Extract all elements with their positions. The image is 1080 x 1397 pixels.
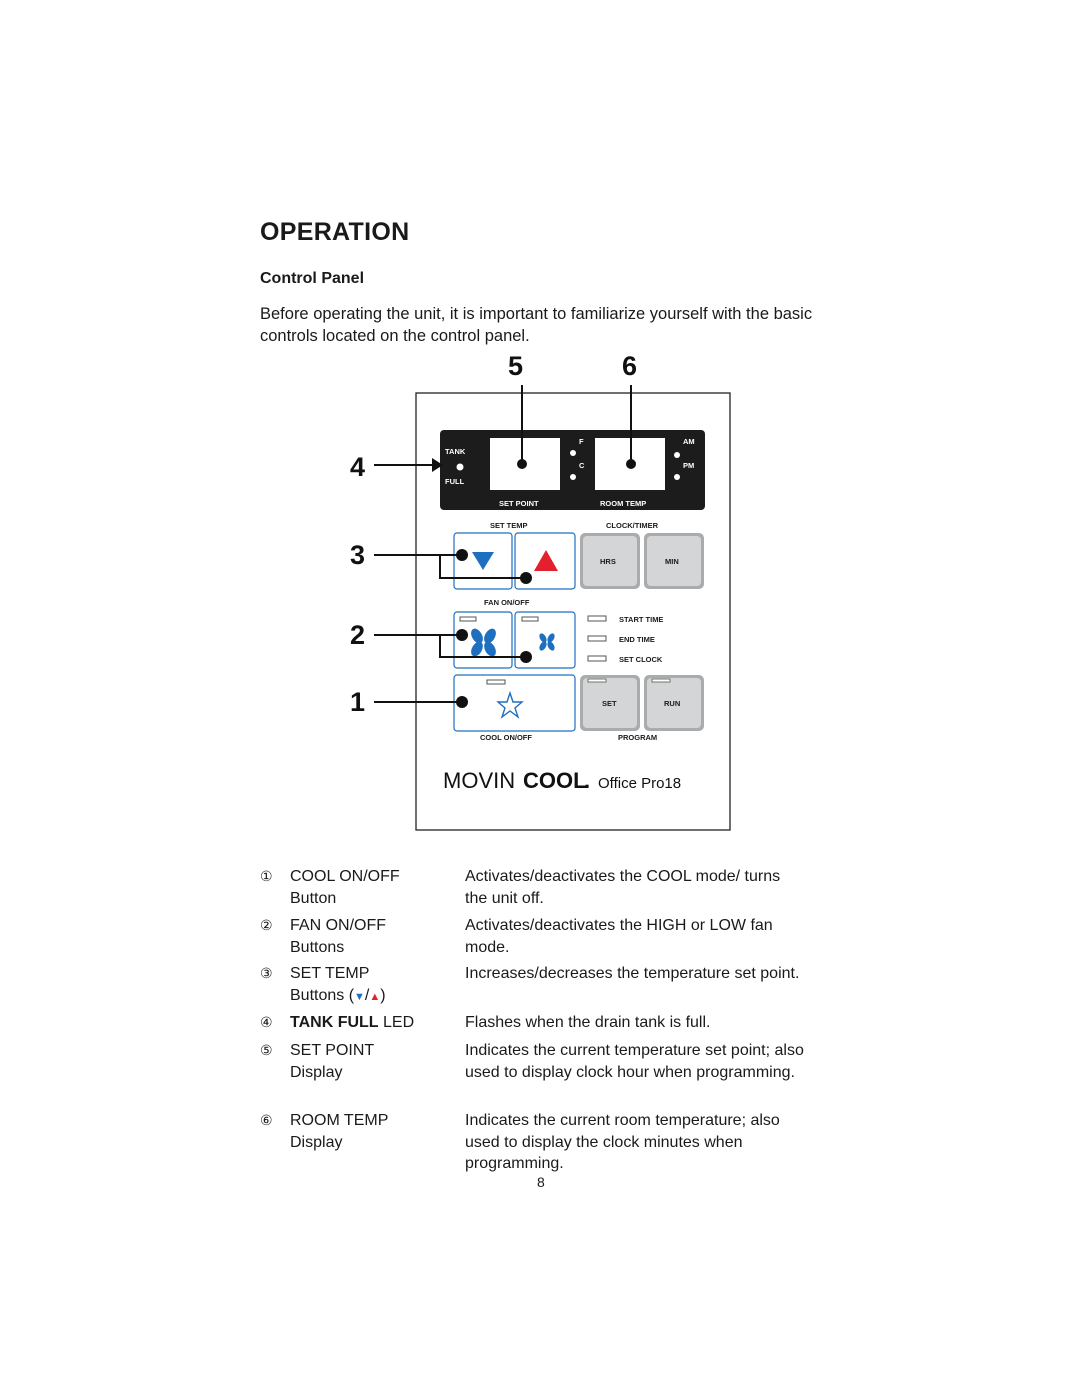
c-label: C: [579, 461, 585, 470]
callout-2: 2: [350, 620, 365, 650]
page-number: 8: [537, 1174, 545, 1190]
legend-description: Indicates the current temperature set po…: [465, 1042, 804, 1081]
callout-leaders: [374, 385, 632, 703]
callout-5: 5: [508, 351, 523, 381]
display-panel: [440, 430, 705, 510]
f-label: F: [579, 437, 584, 446]
pm-led: [674, 474, 680, 480]
fan-low-led: [521, 616, 539, 622]
end-time-label: END TIME: [619, 635, 655, 644]
legend-number: ⑤: [260, 1042, 273, 1058]
legend-number: ⑥: [260, 1112, 273, 1128]
down-triangle-icon: ▼: [354, 990, 365, 1003]
room-temp-label: ROOM TEMP: [600, 499, 646, 508]
f-led: [570, 450, 576, 456]
legend-term: TANK FULL LED: [290, 1014, 415, 1031]
start-time-led: [587, 615, 607, 622]
callout-6: 6: [622, 351, 637, 381]
run-button-face: [647, 678, 701, 728]
model-name: Office Pro18: [598, 775, 681, 792]
legend-description: Activates/deactivates the COOL mode/ tur…: [465, 868, 781, 907]
callout-1: 1: [350, 687, 365, 717]
up-triangle-icon: ▲: [369, 990, 381, 1003]
legend-description: Flashes when the drain tank is full.: [465, 1014, 711, 1031]
brand-movin: MOVIN: [443, 768, 515, 793]
set-label: SET: [602, 699, 617, 708]
fan-high-icon: [471, 628, 496, 657]
set-clock-label: SET CLOCK: [619, 655, 663, 664]
cool-on-off-button[interactable]: [453, 674, 576, 732]
legend-description: Activates/deactivates the HIGH or LOW fa…: [465, 917, 773, 956]
set-button-face: [583, 678, 637, 728]
tank-label: TANK: [445, 447, 466, 456]
callout-3: 3: [350, 540, 365, 570]
fan-low-icon: [539, 633, 555, 651]
end-time-led: [587, 635, 607, 642]
control-panel-diagram: 5 6 4 3 2 1 TANK FULL F C AM PM SET POIN…: [350, 351, 731, 831]
legend-number: ①: [260, 868, 273, 884]
tank-arrow-icon: [432, 458, 443, 472]
intro-paragraph: Before operating the unit, it is importa…: [260, 305, 813, 345]
snowflake-icon: [496, 690, 524, 719]
cool-led: [486, 679, 506, 685]
hrs-button-face: [583, 536, 637, 586]
start-time-label: START TIME: [619, 615, 663, 624]
legend-number: ②: [260, 917, 273, 933]
brand-registered: .: [584, 768, 590, 793]
full-label: FULL: [445, 477, 465, 486]
pm-label: PM: [683, 461, 694, 470]
run-led: [651, 678, 671, 683]
section-subheading: Control Panel: [260, 270, 365, 287]
min-button-face: [647, 536, 701, 586]
legend-description: Increases/decreases the temperature set …: [465, 965, 800, 982]
am-label: AM: [683, 437, 695, 446]
fan-on-off-label: FAN ON/OFF: [484, 598, 530, 607]
legend-number: ④: [260, 1014, 273, 1030]
c-led: [570, 474, 576, 480]
program-label: PROGRAM: [618, 733, 657, 742]
temp-down-arrow-icon: [472, 552, 494, 570]
run-label: RUN: [664, 699, 680, 708]
fan-high-button[interactable]: [453, 611, 513, 669]
brand-cool: COOL: [523, 768, 587, 793]
callout-4: 4: [350, 452, 365, 482]
legend-description: Indicates the current room temperature; …: [465, 1112, 780, 1172]
clock-timer-label: CLOCK/TIMER: [606, 521, 659, 530]
set-clock-led: [587, 655, 607, 662]
set-led: [587, 678, 607, 683]
callout-dots: [456, 459, 636, 708]
hrs-label: HRS: [600, 557, 616, 566]
set-point-label: SET POINT: [499, 499, 539, 508]
temp-up-arrow-icon: [534, 550, 558, 571]
page-heading: OPERATION: [260, 218, 410, 246]
cool-on-off-label: COOL ON/OFF: [480, 733, 532, 742]
am-led: [674, 452, 680, 458]
fan-high-led: [459, 616, 477, 622]
set-temp-label: SET TEMP: [490, 521, 528, 530]
legend-number: ③: [260, 965, 273, 981]
min-label: MIN: [665, 557, 679, 566]
tank-full-led: [456, 463, 464, 471]
